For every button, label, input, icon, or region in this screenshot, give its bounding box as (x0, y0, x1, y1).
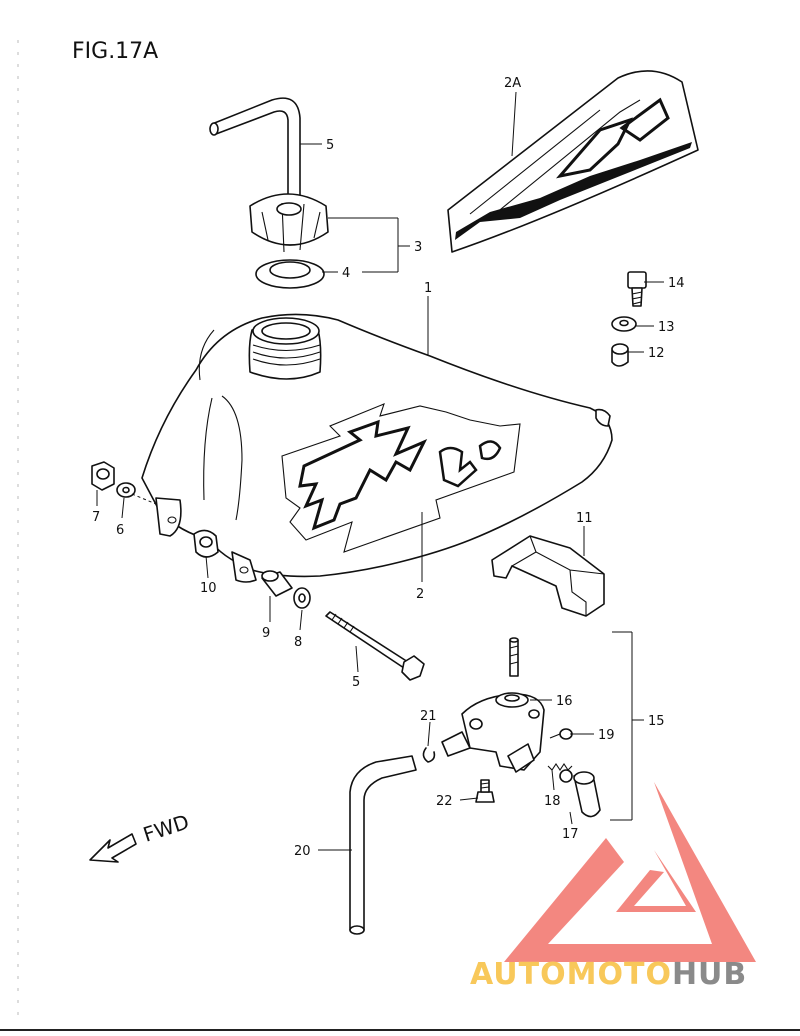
collar-13 (611, 343, 629, 367)
callout-2a: 2A (504, 76, 521, 91)
fuel-hose-21 (349, 755, 417, 935)
forward-direction-indicator: FWD (89, 810, 192, 863)
callout-18: 17 (562, 827, 579, 842)
leader-lines (96, 91, 664, 851)
watermark-text-automoto: AUTOMOTOHUB (470, 957, 747, 992)
breather-hose-5 (209, 97, 301, 197)
collar-10 (261, 570, 293, 597)
fuel-cap-3 (249, 193, 329, 253)
fuel-cock-assembly-16 (441, 637, 545, 773)
callout-3: 3 (414, 240, 422, 255)
callout-4: 4 (342, 266, 350, 281)
watermark-inner-mark-icon (616, 850, 696, 912)
callout-16: 15 (648, 714, 665, 729)
callout-9: 8 (294, 635, 302, 650)
callout-6: 5 (352, 675, 360, 690)
callout-13: 12 (648, 346, 665, 361)
watermark-logo: AUTOMOTOHUB (470, 782, 756, 992)
knob-18 (573, 771, 601, 818)
callout-11: 10 (200, 581, 217, 596)
callout-labels: 5 3 4 2A 1 2 14 13 12 11 7 6 10 9 8 5 16… (92, 76, 685, 859)
callout-10: 9 (262, 626, 270, 641)
callout-1: 1 (424, 281, 432, 296)
tank-decal-2 (281, 403, 521, 553)
washer-14 (611, 316, 637, 332)
cushion-12 (491, 535, 605, 617)
callout-20: 19 (598, 728, 615, 743)
bolt-6 (325, 611, 425, 681)
washer-9 (293, 587, 311, 609)
emblem-decal-2a (447, 70, 699, 253)
lock-washer-7 (116, 482, 136, 498)
figure-title: FIG.17A (72, 39, 158, 64)
callout-12: 11 (576, 511, 593, 526)
bolt-15 (627, 271, 647, 307)
callout-17: 16 (556, 694, 573, 709)
cap-gasket-4 (255, 259, 325, 289)
callout-5: 5 (326, 138, 334, 153)
spring-19 (547, 763, 573, 783)
callout-2: 2 (416, 587, 424, 602)
screw-20 (549, 728, 573, 740)
callout-19: 18 (544, 794, 561, 809)
clip-22 (422, 747, 436, 763)
bolt-23 (475, 779, 495, 803)
grommet-11 (193, 529, 219, 558)
nut-8 (91, 461, 115, 491)
callout-15: 14 (668, 276, 685, 291)
callout-21: 20 (294, 844, 311, 859)
forward-label: FWD (140, 810, 192, 847)
callout-7: 6 (116, 523, 124, 538)
watermark-triangle-icon (504, 782, 756, 962)
forward-arrow-icon (89, 833, 137, 863)
callout-23: 22 (436, 794, 453, 809)
callout-22: 21 (420, 709, 437, 724)
callout-8: 7 (92, 510, 100, 525)
callout-14: 13 (658, 320, 675, 335)
